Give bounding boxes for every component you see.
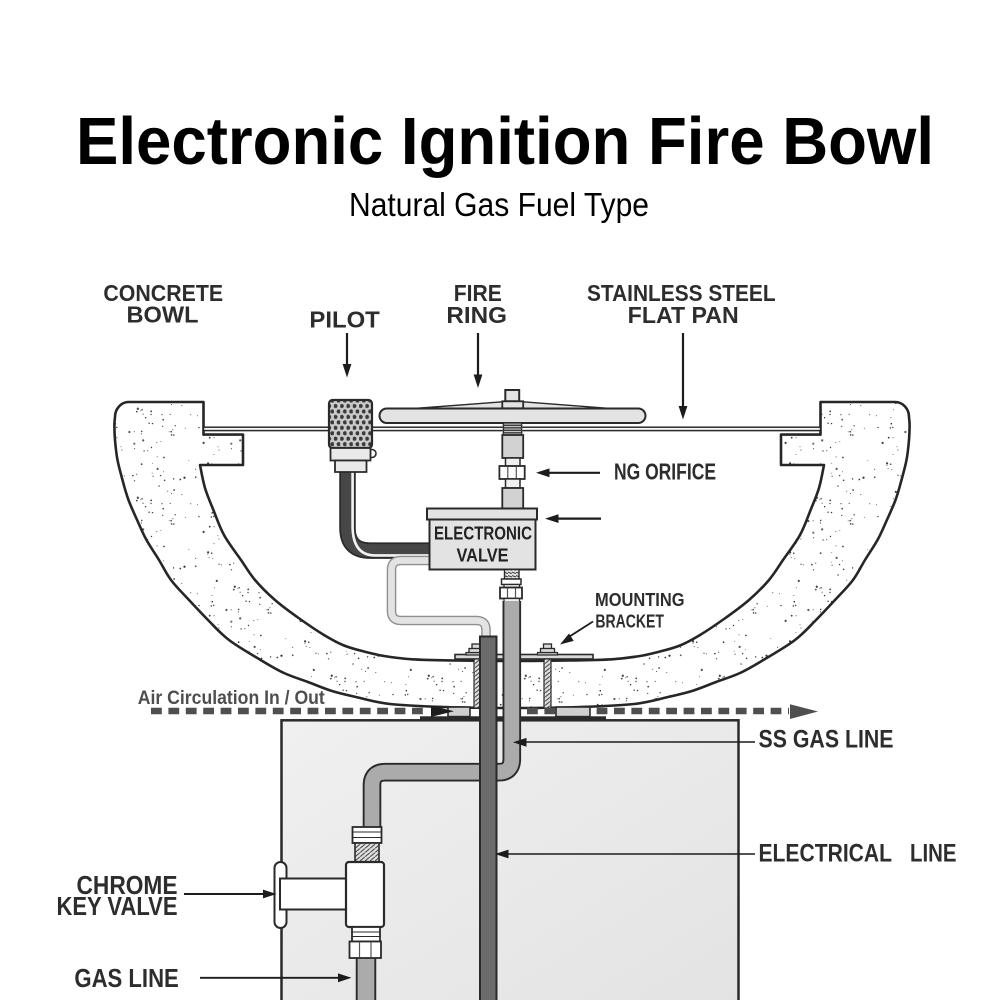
svg-text:ELECTRICAL: ELECTRICAL (759, 840, 893, 868)
svg-text:BOWL: BOWL (127, 302, 199, 328)
svg-text:VALVE: VALVE (457, 546, 509, 566)
svg-text:LINE: LINE (910, 840, 957, 868)
svg-text:CHROME: CHROME (77, 870, 178, 900)
svg-text:NG ORIFICE: NG ORIFICE (614, 459, 716, 485)
svg-text:BRACKET: BRACKET (595, 612, 664, 632)
svg-text:MOUNTING: MOUNTING (595, 590, 685, 610)
svg-text:CONCRETE: CONCRETE (103, 280, 223, 306)
svg-text:Air Circulation In / Out: Air Circulation In / Out (138, 687, 325, 709)
svg-text:FIRE: FIRE (454, 280, 502, 306)
svg-text:PILOT: PILOT (309, 307, 379, 333)
svg-text:ELECTRONIC: ELECTRONIC (434, 524, 532, 544)
svg-text:RING: RING (446, 302, 507, 328)
svg-text:GAS LINE: GAS LINE (74, 963, 178, 993)
svg-text:FLAT PAN: FLAT PAN (628, 302, 739, 328)
svg-text:STAINLESS STEEL: STAINLESS STEEL (587, 280, 776, 306)
svg-text:Natural Gas Fuel Type: Natural Gas Fuel Type (349, 186, 649, 223)
svg-text:KEY VALVE: KEY VALVE (57, 891, 178, 921)
svg-text:Electronic Ignition Fire Bowl: Electronic Ignition Fire Bowl (76, 104, 934, 179)
svg-text:SS GAS LINE: SS GAS LINE (759, 726, 894, 754)
